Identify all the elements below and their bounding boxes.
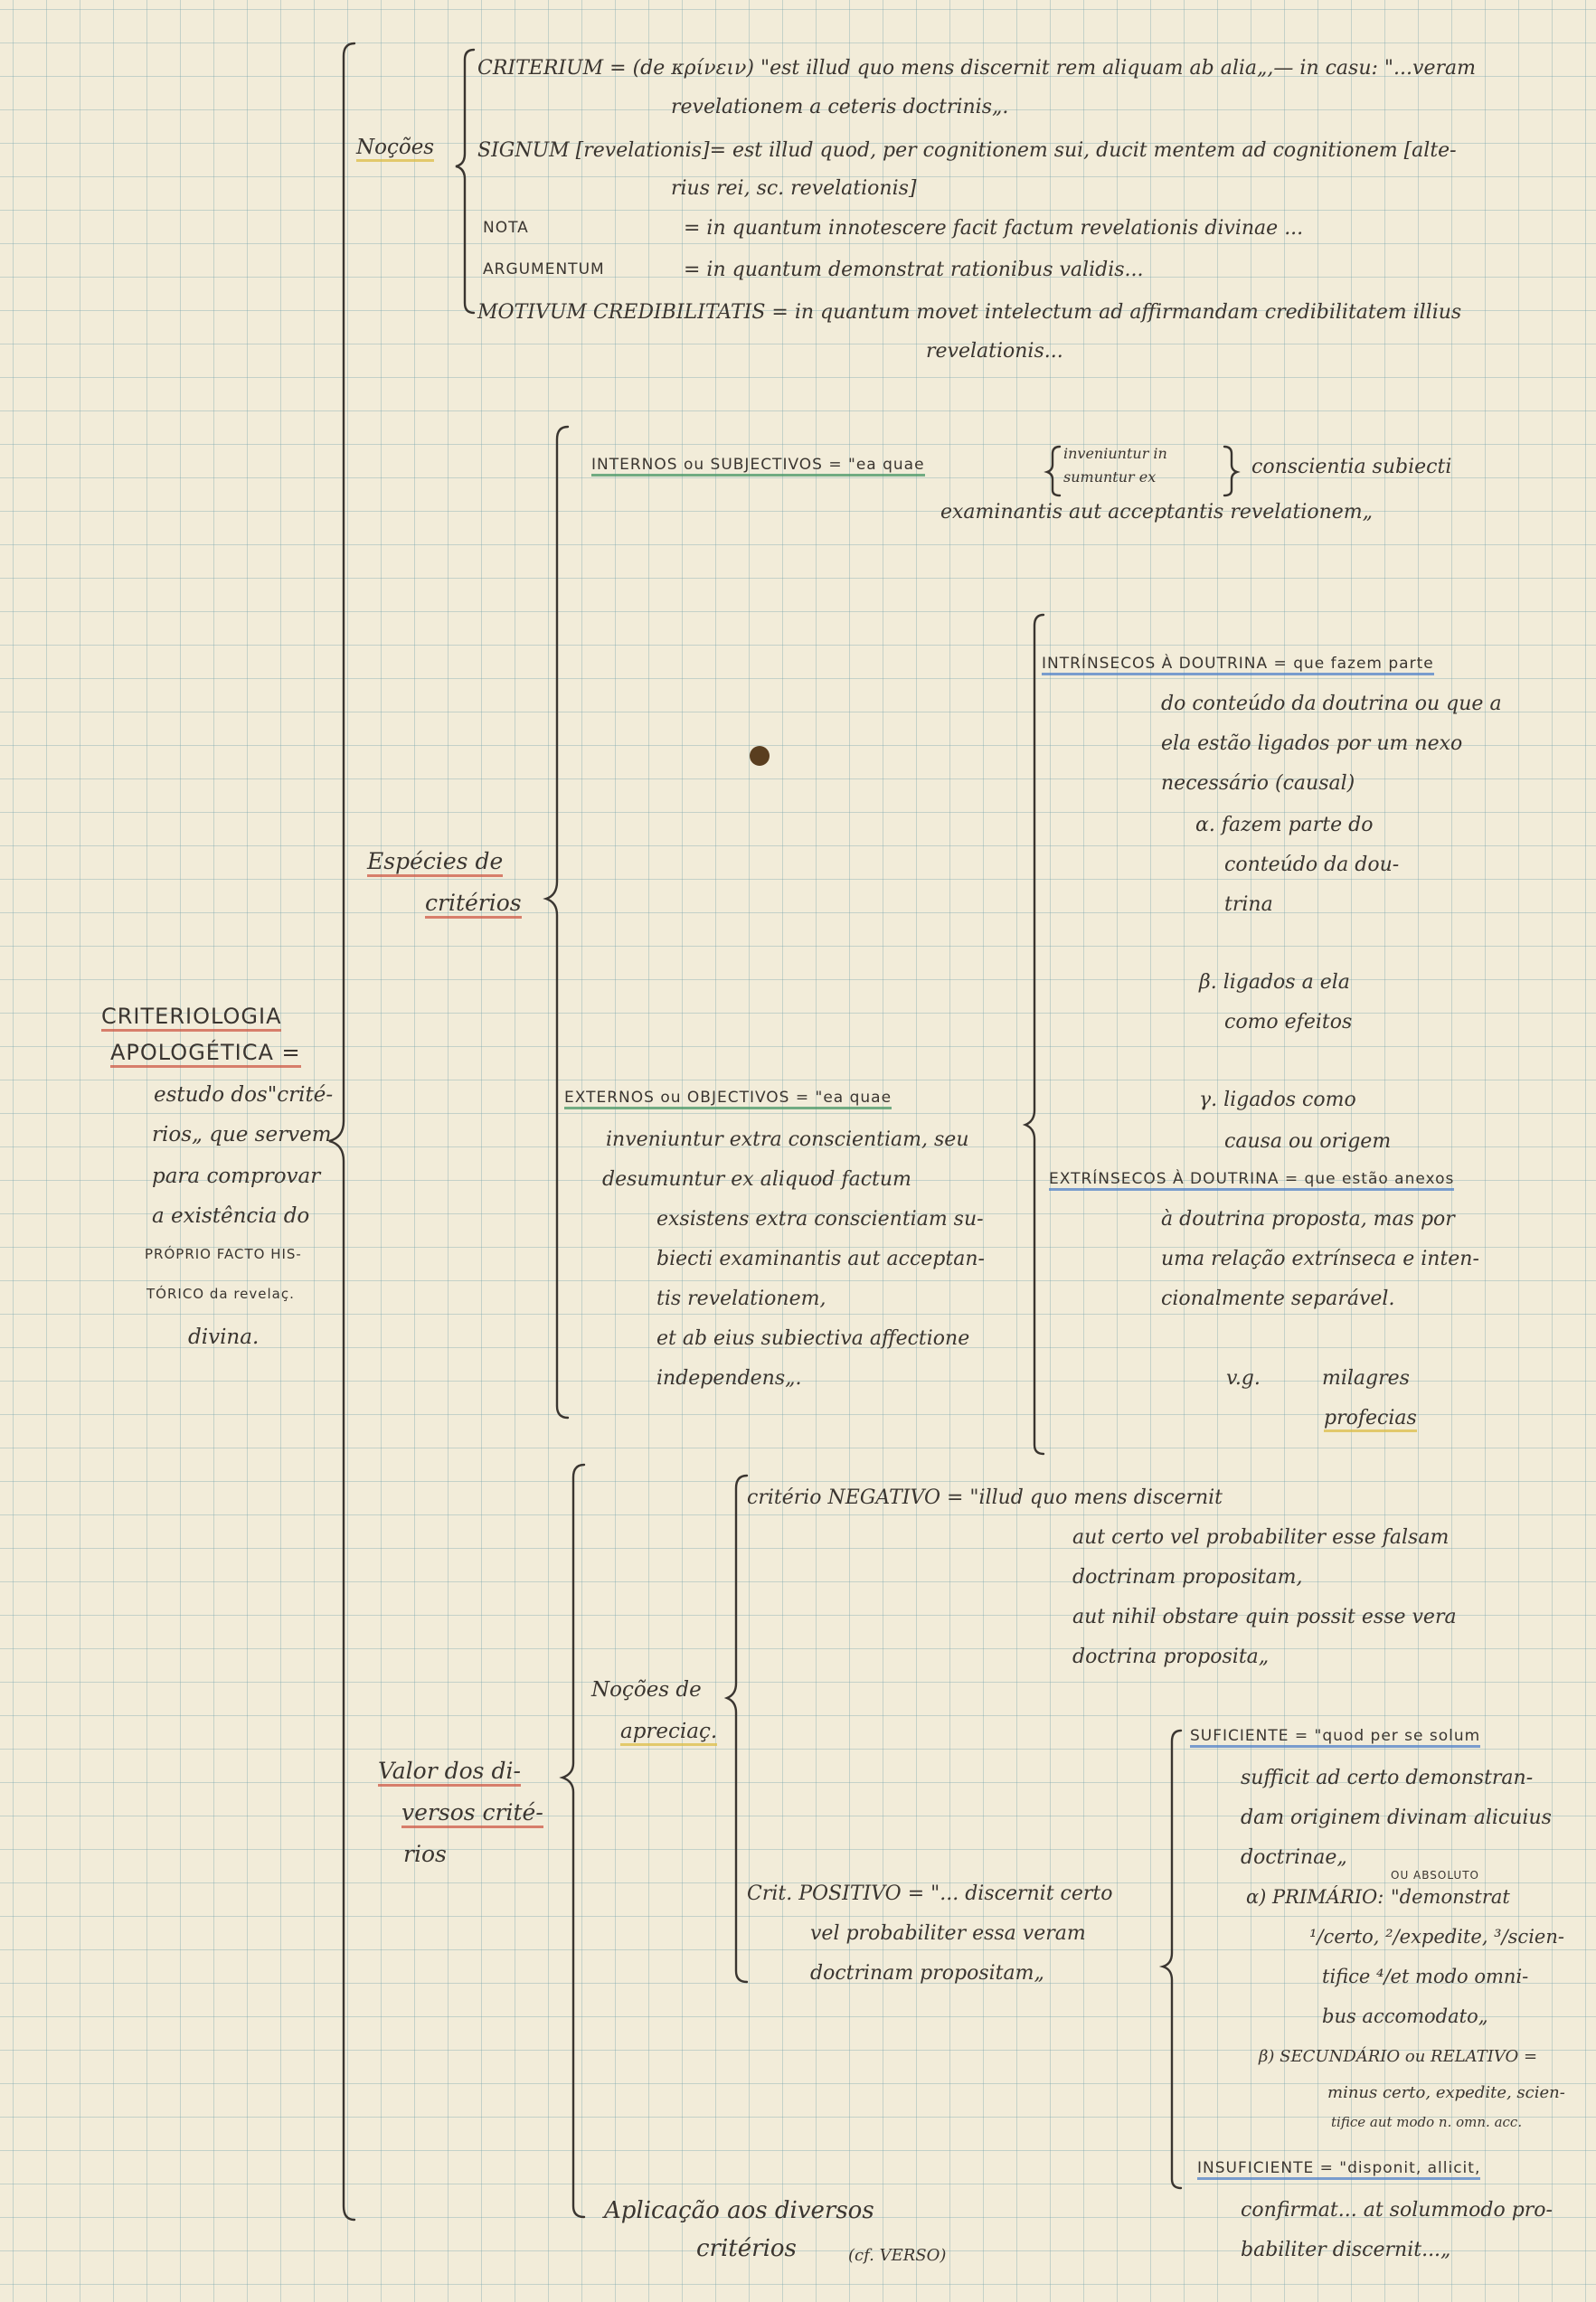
aplicacao-line: Aplicação aos diversos <box>604 2197 874 2224</box>
insuficiente-line: babiliter discernit...„ <box>1241 2239 1451 2261</box>
ink-spot <box>750 746 770 766</box>
gamma-line: γ. ligados como <box>1199 1089 1356 1111</box>
intrinsecos-line: ela estão ligados por um nexo <box>1161 732 1463 755</box>
especies-brace <box>543 425 570 1420</box>
suficiente-line: doctrinae„ <box>1241 1846 1347 1869</box>
internos-sub: sumuntur ex <box>1063 468 1157 486</box>
valor-brace <box>559 1463 586 2219</box>
definition-line: TÓRICO da revelaç. <box>146 1286 295 1302</box>
apreciac-brace <box>723 1474 749 1984</box>
externos-line: independens„. <box>656 1367 802 1390</box>
motivum-line: MOTIVUM CREDIBILITATIS = in quantum move… <box>477 301 1462 324</box>
extrinsecos-line: à doutrina proposta, mas por <box>1161 1208 1455 1231</box>
extrinsecos-line: uma relação extrínseca e inten- <box>1161 1248 1479 1270</box>
alpha-line: conteúdo da dou- <box>1224 854 1400 876</box>
alpha-line: α. fazem parte do <box>1195 814 1374 836</box>
primario-line: tifice ⁴/et modo omni- <box>1322 1966 1529 1987</box>
gamma-line: causa ou origem <box>1224 1130 1392 1153</box>
primario-note: OU ABSOLUTO <box>1391 1869 1479 1882</box>
suficiente-line: SUFICIENTE = "quod per se solum <box>1190 1727 1481 1748</box>
vg-milagres: milagres <box>1322 1367 1410 1390</box>
main-brace <box>328 42 356 2222</box>
negativo-line: aut certo vel probabiliter esse falsam <box>1072 1526 1450 1549</box>
externos-line: tis revelationem, <box>656 1288 826 1310</box>
negativo-line: critério NEGATIVO = "illud quo mens disc… <box>747 1486 1223 1509</box>
insuficiente-line: INSUFICIENTE = "disponit, allicit, <box>1197 2159 1481 2180</box>
vg-label: v.g. <box>1226 1367 1261 1390</box>
doutrina-brace <box>1022 613 1045 1456</box>
extrinsecos-line: EXTRÍNSECOS À DOUTRINA = que estão anexo… <box>1049 1170 1455 1191</box>
definition-line: rios„ que servem <box>152 1123 332 1146</box>
negativo-line: aut nihil obstare quin possit esse vera <box>1072 1606 1457 1628</box>
intrinsecos-line: necessário (causal) <box>1161 772 1355 795</box>
intrinsecos-line: INTRÍNSECOS À DOUTRINA = que fazem parte <box>1042 655 1434 675</box>
positivo-line: Crit. POSITIVO = "... discernit certo <box>747 1882 1113 1905</box>
valor-label-2: versos crité- <box>401 1799 543 1828</box>
primario-line: ¹/certo, ²/expedite, ³/scien- <box>1309 1926 1564 1948</box>
positivo-line: doctrinam propositam„ <box>810 1962 1044 1985</box>
definition-line: a existência do <box>152 1204 310 1228</box>
inner-brace-right <box>1223 445 1241 497</box>
insuficiente-line: confirmat... at solummodo pro- <box>1241 2199 1553 2222</box>
inner-brace-left <box>1044 445 1062 497</box>
argumentum-label: ARGUMENTUM <box>483 260 605 278</box>
intrinsecos-line: do conteúdo da doutrina ou que a <box>1161 693 1502 715</box>
alpha-line: trina <box>1224 893 1273 916</box>
negativo-line: doctrinam propositam, <box>1072 1566 1303 1589</box>
aplicacao-line: critérios <box>696 2235 797 2262</box>
secundario-line: minus certo, expedite, scien- <box>1327 2083 1565 2102</box>
internos-sub: inveniuntur in <box>1063 445 1167 462</box>
main-title-line2: APOLOGÉTICA = <box>110 1040 301 1068</box>
secundario-label: β) SECUNDÁRIO ou RELATIVO = <box>1259 2047 1538 2066</box>
aplicacao-note: (cf. VERSO) <box>848 2246 947 2265</box>
signum-line: rius rei, sc. revelationis] <box>671 177 917 200</box>
argumentum-def: = in quantum demonstrat rationibus valid… <box>684 259 1144 281</box>
apreciac-label-2: apreciaç. <box>620 1720 718 1746</box>
nota-label: NOTA <box>483 219 529 237</box>
suficiente-line: dam originem divinam alicuius <box>1241 1807 1552 1829</box>
criterium-line: revelationem a ceteris doctrinis„. <box>671 96 1009 118</box>
nocoes-brace <box>455 48 476 315</box>
primario-line: bus accomodato„ <box>1322 2005 1488 2027</box>
internos-line: examinantis aut acceptantis revelationem… <box>940 501 1374 524</box>
definition-line: PRÓPRIO FACTO HIS- <box>145 1246 302 1262</box>
motivum-line: revelationis... <box>926 340 1063 363</box>
vg-profecias: profecias <box>1324 1407 1417 1432</box>
especies-label-1: Espécies de <box>367 848 504 877</box>
main-title-line1: CRITERIOLOGIA <box>101 1004 282 1032</box>
valor-label-3: rios <box>403 1841 447 1867</box>
nocoes-label: Noções <box>356 136 435 162</box>
externos-line: desumuntur ex aliquod factum <box>602 1168 911 1191</box>
primario-line: "demonstrat <box>1391 1886 1510 1908</box>
apreciac-label: Noções de <box>591 1678 702 1702</box>
criterium-line: CRITERIUM = (de κρίνειν) "est illud quo … <box>477 57 1476 80</box>
suficiente-line: sufficit ad certo demonstran- <box>1241 1767 1534 1789</box>
externos-line: biecti examinantis aut acceptan- <box>656 1248 985 1270</box>
nota-def: = in quantum innotescere facit factum re… <box>684 217 1304 240</box>
positivo-brace <box>1158 1729 1183 2190</box>
externos-line: exsistens extra conscientiam su- <box>656 1208 984 1231</box>
negativo-line: doctrina proposita„ <box>1072 1646 1270 1668</box>
definition-line: para comprovar <box>152 1165 321 1188</box>
secundario-line: tifice aut modo n. omn. acc. <box>1331 2114 1523 2130</box>
beta-line: como efeitos <box>1224 1011 1353 1033</box>
externos-line: et ab eius subiectiva affectione <box>656 1327 970 1350</box>
definition-line: divina. <box>188 1326 260 1349</box>
internos-line: INTERNOS ou SUBJECTIVOS = "ea quae <box>591 456 925 476</box>
positivo-line: vel probabiliter essa veram <box>810 1922 1086 1945</box>
especies-label-2: critérios <box>425 890 522 919</box>
signum-line: SIGNUM [revelationis]= est illud quod, p… <box>477 139 1457 162</box>
internos-line: conscientia subiecti <box>1251 456 1452 478</box>
externos-line: inveniuntur extra conscientiam, seu <box>606 1128 969 1151</box>
extrinsecos-line: cionalmente separável. <box>1161 1288 1395 1310</box>
primario-label: α) PRIMÁRIO: <box>1246 1886 1384 1908</box>
definition-line: estudo dos"crité- <box>154 1083 334 1107</box>
externos-line: EXTERNOS ou OBJECTIVOS = "ea quae <box>564 1089 892 1109</box>
valor-label-1: Valor dos di- <box>378 1758 521 1787</box>
beta-line: β. ligados a ela <box>1199 971 1350 994</box>
